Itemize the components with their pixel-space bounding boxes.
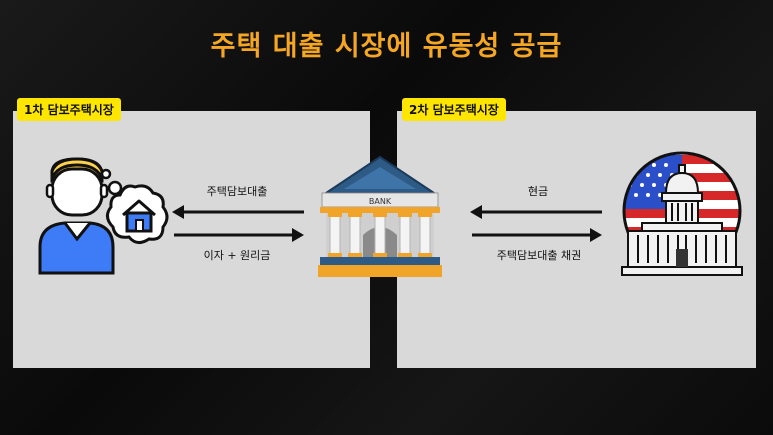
secondary-market-label: 2차 담보주택시장 [402, 98, 506, 121]
mortgage-loan-arrow [172, 205, 304, 219]
cash-arrow [470, 205, 602, 219]
mortgage-loan-label: 주택담보대출 [206, 185, 268, 198]
interest-principal-label: 이자 + 원리금 [203, 249, 271, 262]
interest-principal-arrow [174, 228, 304, 242]
primary-market-label: 1차 담보주택시장 [17, 98, 121, 121]
person-thinking-house-icon [38, 157, 169, 275]
bank-sign: BANK [369, 197, 392, 206]
capitol-flag-icon [621, 151, 743, 276]
mortgage-bond-label: 주택담보대출 채권 [496, 249, 582, 262]
cash-label: 현금 [527, 185, 549, 198]
mortgage-bond-arrow [472, 228, 602, 242]
page-title: 주택 대출 시장에 유동성 공급 [210, 31, 563, 62]
bank-icon: BANK [318, 155, 442, 277]
